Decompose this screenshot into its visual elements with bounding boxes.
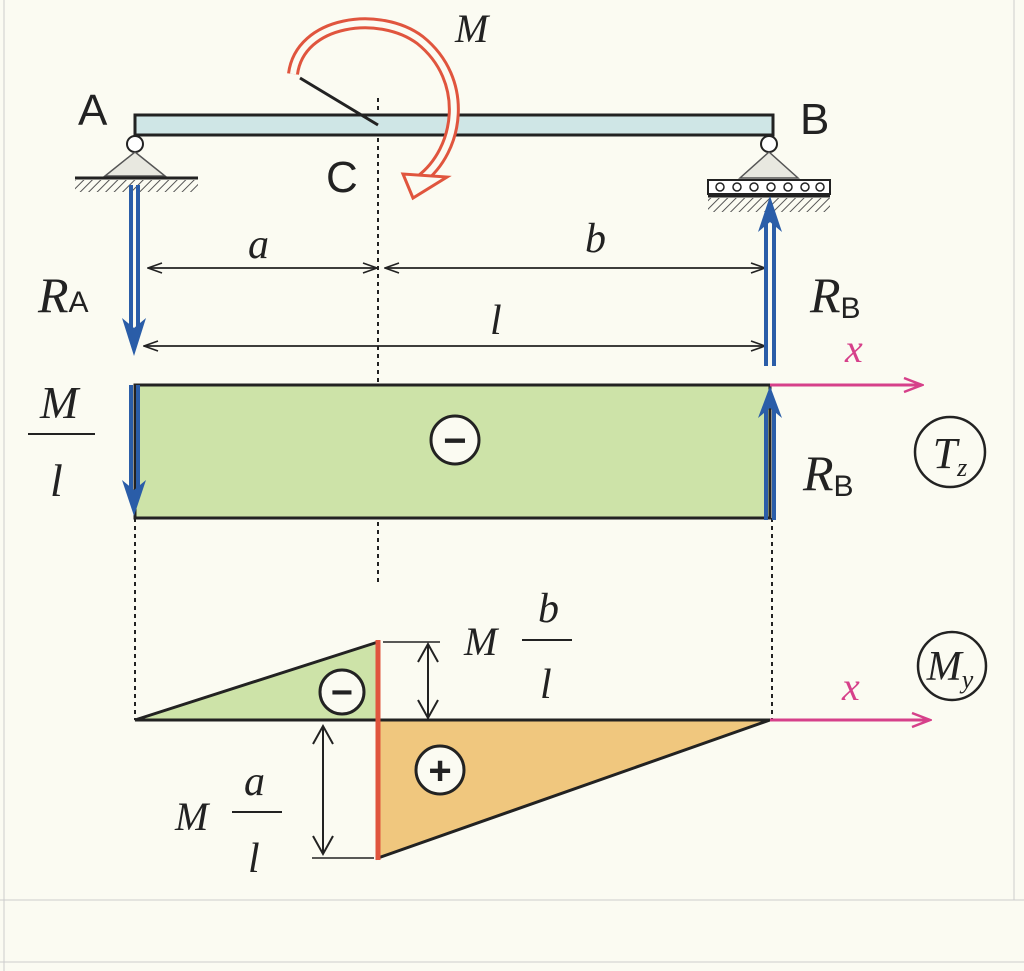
dim-l-label: l [490, 298, 502, 344]
support-b-roller [707, 135, 831, 212]
reaction-b-label: RB [809, 267, 861, 325]
moment-neg-value-m: M [463, 619, 500, 664]
reaction-b-arrow [758, 196, 782, 366]
shear-value-denominator: l [50, 455, 63, 506]
shear-value-numerator: M [39, 377, 81, 428]
moment-pos-value-numerator: a [244, 759, 265, 805]
point-c-label: C [326, 153, 358, 202]
moment-pos-value-denominator: l [248, 836, 260, 882]
moment-pos-dimension [312, 723, 374, 859]
applied-moment-arrow [287, 17, 460, 201]
moment-neg-value-denominator: l [540, 662, 552, 708]
shear-reaction-label: RB [802, 445, 854, 503]
moment-pos-sign: + [428, 749, 451, 793]
support-a-pin [75, 135, 198, 192]
shear-x-label: x [844, 326, 863, 371]
moment-pos-value-m: M [174, 794, 211, 839]
moment-label: M [454, 6, 491, 51]
moment-diagram-symbol: My [926, 644, 974, 694]
shear-left-arrow [122, 385, 146, 516]
dim-b-label: b [585, 216, 606, 262]
moment-neg-value-numerator: b [538, 586, 559, 632]
moment-neg-dimension [383, 641, 440, 721]
shear-right-arrow [758, 386, 782, 520]
moment-neg-sign-circle [318, 668, 366, 716]
shear-sign-circle [429, 414, 481, 466]
reaction-a-arrow [122, 185, 146, 356]
shear-sign: − [443, 419, 466, 463]
moment-diagram-symbol-circle [916, 630, 988, 702]
moment-pos-sign-circle [414, 744, 466, 796]
moment-x-label: x [841, 664, 860, 709]
reaction-a-label: RA [37, 267, 89, 323]
shear-diagram-symbol-circle [913, 415, 987, 489]
moment-neg-sign: − [331, 672, 353, 714]
shear-diagram-symbol: Tz [933, 429, 968, 482]
point-b-label: B [800, 95, 829, 144]
point-a-label: A [78, 86, 108, 135]
dim-a-label: a [248, 222, 269, 268]
